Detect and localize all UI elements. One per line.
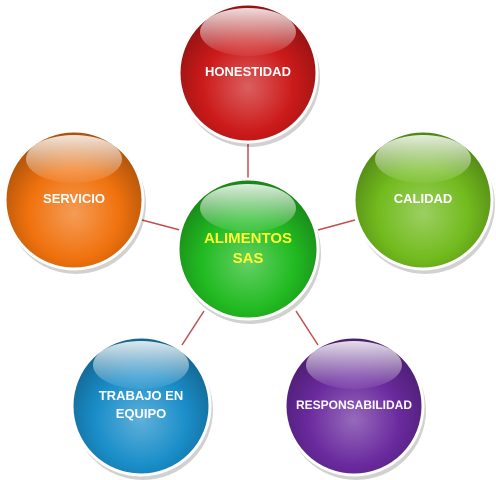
label-line: ALIMENTOS [204,230,292,247]
connector-calidad [317,219,356,231]
node-calidad: CALIDAD [352,129,495,274]
label-line: TRABAJO EN [99,388,184,403]
node-label-servicio: SERVICIO [43,191,105,206]
connector-trabajo-en-equipo [181,310,205,346]
label-line: SAS [233,250,264,267]
connectors [141,144,356,346]
node-label-responsabilidad: RESPONSABILIDAD [296,398,412,412]
label-line: CALIDAD [394,191,453,206]
label-line: RESPONSABILIDAD [296,398,412,412]
label-line: HONESTIDAD [205,64,291,79]
node-responsabilidad: RESPONSABILIDAD [283,335,426,480]
label-line: SERVICIO [43,191,105,206]
center-node: ALIMENTOS SAS [176,177,321,324]
node-servicio: SERVICIO [3,129,146,274]
node-label-calidad: CALIDAD [394,191,453,206]
node-label-honestidad: HONESTIDAD [205,64,291,79]
node-honestidad: HONESTIDAD [177,2,320,147]
node-trabajo-en-equipo: TRABAJO EN EQUIPO [70,335,213,480]
connector-responsabilidad [295,310,319,346]
connector-servicio [141,219,181,231]
center-label: ALIMENTOS SAS [204,230,292,267]
node-label-trabajo-en-equipo: TRABAJO EN EQUIPO [99,388,184,421]
label-line: EQUIPO [116,406,167,421]
